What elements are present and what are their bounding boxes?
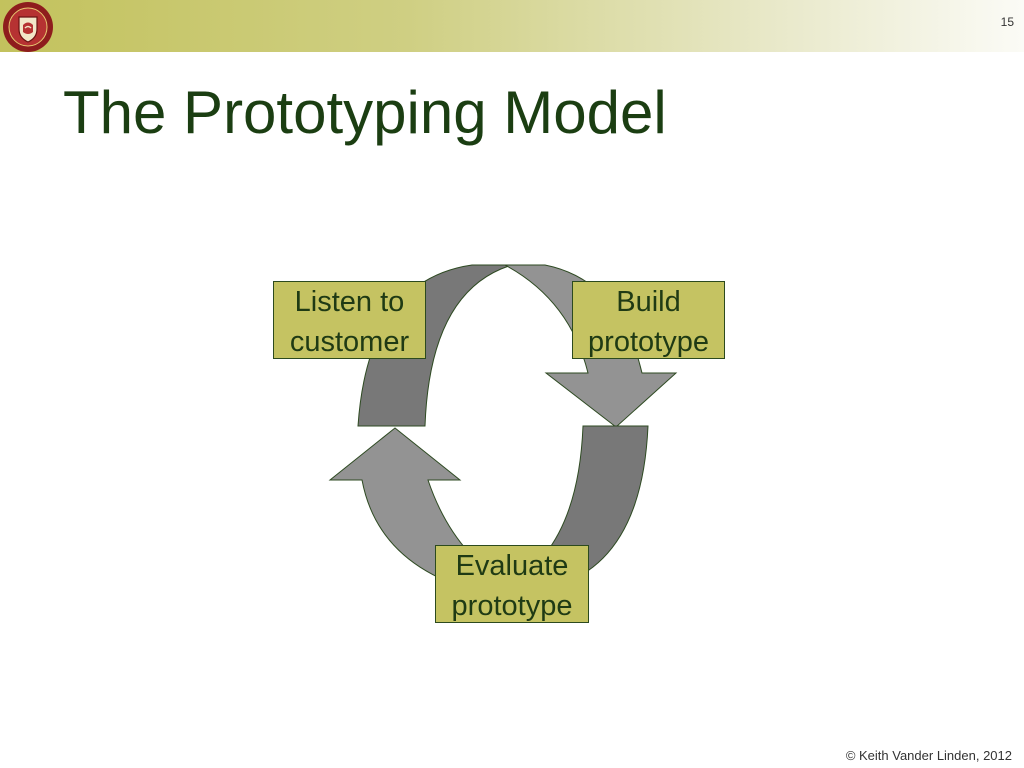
step-label-line: Listen to	[294, 286, 405, 318]
header-band	[0, 0, 1024, 52]
step-build-prototype: Build prototype	[572, 281, 725, 359]
step-listen-to-customer: Listen to customer	[273, 281, 426, 359]
slide-title: The Prototyping Model	[63, 79, 667, 146]
copyright-footer: © Keith Vander Linden, 2012	[845, 748, 1012, 763]
step-evaluate-prototype: Evaluate prototype	[435, 545, 589, 623]
college-seal-icon	[3, 2, 53, 52]
step-label-line: Build	[616, 286, 681, 318]
step-label-line: prototype	[588, 326, 709, 358]
step-label-line: Evaluate	[455, 550, 569, 582]
slide-number: 15	[1000, 15, 1014, 29]
step-label-line: customer	[289, 326, 410, 358]
step-label-line: prototype	[451, 590, 573, 622]
